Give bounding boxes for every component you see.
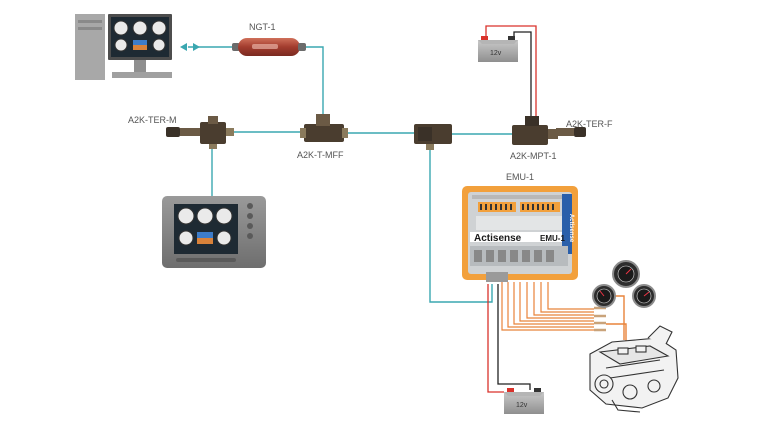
label-a2k-ter-m: A2K-TER-M <box>128 115 177 125</box>
cable-tee-to-emu <box>429 146 493 303</box>
cable-gateway-to-tee <box>304 46 324 116</box>
power-top-positive <box>485 25 537 118</box>
tee-connector-mff-icon <box>300 114 348 142</box>
battery-icon <box>478 36 518 62</box>
sensor-wire-ends <box>594 306 606 332</box>
battery-top-label: 12v <box>490 50 502 57</box>
battery-bottom-label: 12v <box>516 402 528 409</box>
gauge-cluster <box>592 260 656 308</box>
engine-icon <box>589 325 679 413</box>
sensor-wires <box>501 282 594 331</box>
terminator-female-icon <box>556 127 586 137</box>
engine-link-wire <box>606 323 627 344</box>
usb-gateway-icon <box>232 38 306 56</box>
power-bottom-negative <box>497 284 531 390</box>
label-ngt-1: NGT-1 <box>249 22 276 32</box>
emu-1-device <box>462 186 578 282</box>
power-tee-icon <box>512 116 558 145</box>
tee-connector-left-icon <box>200 116 234 149</box>
mfd-display-icon <box>162 196 266 268</box>
terminator-male-icon <box>166 127 202 137</box>
label-emu-1: EMU-1 <box>506 172 534 182</box>
emu-brand-label: Actisense <box>474 233 522 244</box>
power-cables <box>485 25 537 393</box>
bidirectional-arrow-icon <box>180 43 200 51</box>
emu-side-brand-label: Actisense <box>568 214 574 243</box>
tee-connector-emu-icon <box>414 124 452 150</box>
battery-icon <box>504 388 544 414</box>
computer-icon <box>75 14 172 80</box>
label-a2k-mpt-1: A2K-MPT-1 <box>510 151 557 161</box>
network-cables <box>188 46 514 303</box>
label-a2k-t-mff: A2K-T-MFF <box>297 150 344 160</box>
power-bottom-positive <box>487 284 504 393</box>
emu-model-label: EMU-1 <box>540 234 565 243</box>
label-a2k-ter-f: A2K-TER-F <box>566 119 613 129</box>
